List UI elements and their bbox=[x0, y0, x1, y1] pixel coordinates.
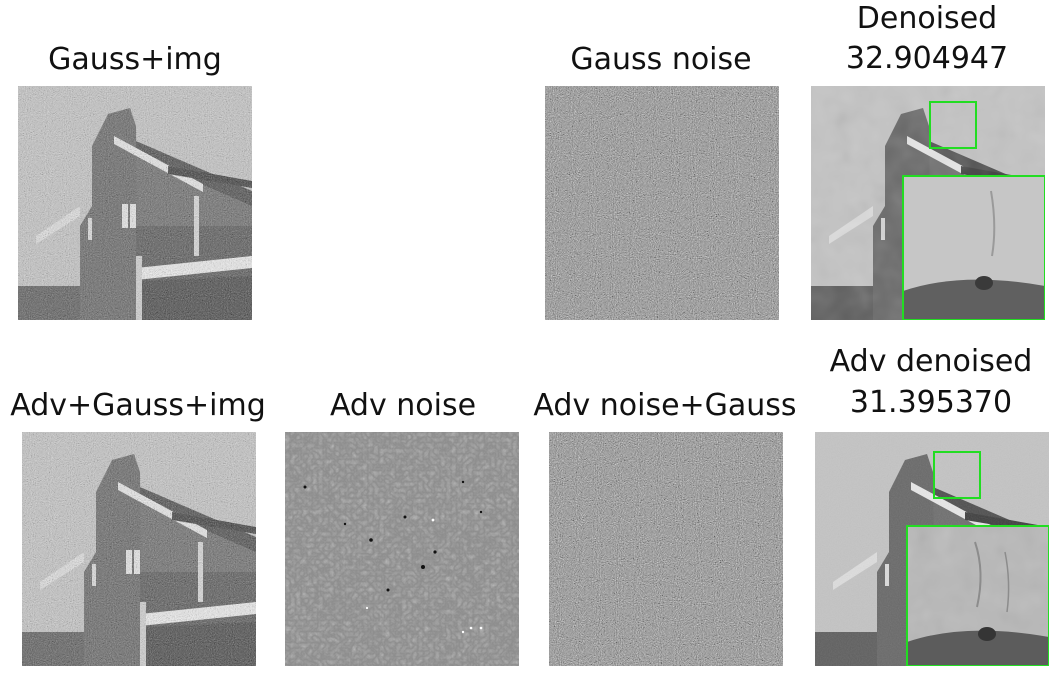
adv-noise-gauss-panel bbox=[549, 432, 783, 666]
gaussian-noise-image bbox=[545, 86, 779, 320]
title-adv-denoised: Adv denoised bbox=[829, 344, 1033, 379]
denoised-panel bbox=[811, 86, 1045, 320]
house-image-adv-denoised bbox=[815, 432, 1049, 666]
title-denoised: Denoised bbox=[856, 1, 998, 36]
title-gauss-noise: Gauss noise bbox=[570, 42, 752, 77]
denoised-score: 32.904947 bbox=[845, 41, 1009, 76]
zoom-region-box bbox=[933, 451, 981, 499]
title-adv-noise-gauss: Adv noise+Gauss bbox=[533, 388, 797, 423]
title-adv-noise: Adv noise bbox=[329, 388, 477, 423]
adversarial-noise-image bbox=[285, 432, 519, 666]
zoom-region-box bbox=[929, 101, 977, 149]
title-gauss-img: Gauss+img bbox=[48, 42, 222, 77]
gauss-img-panel bbox=[18, 86, 252, 320]
zoom-inset bbox=[906, 525, 1049, 666]
adv-noise-dots bbox=[303, 480, 483, 592]
adv-noise-gauss-image bbox=[549, 432, 783, 666]
adv-noise-panel bbox=[285, 432, 519, 666]
title-adv-gauss-img: Adv+Gauss+img bbox=[10, 388, 266, 423]
adv-denoised-score: 31.395370 bbox=[849, 385, 1013, 420]
house-image-noisy bbox=[18, 86, 252, 320]
gauss-noise-panel bbox=[545, 86, 779, 320]
zoom-inset bbox=[902, 175, 1045, 320]
adv-gauss-img-panel bbox=[22, 432, 256, 666]
house-image-adv-noisy bbox=[22, 432, 256, 666]
adv-denoised-panel bbox=[815, 432, 1049, 666]
house-image-denoised bbox=[811, 86, 1045, 320]
